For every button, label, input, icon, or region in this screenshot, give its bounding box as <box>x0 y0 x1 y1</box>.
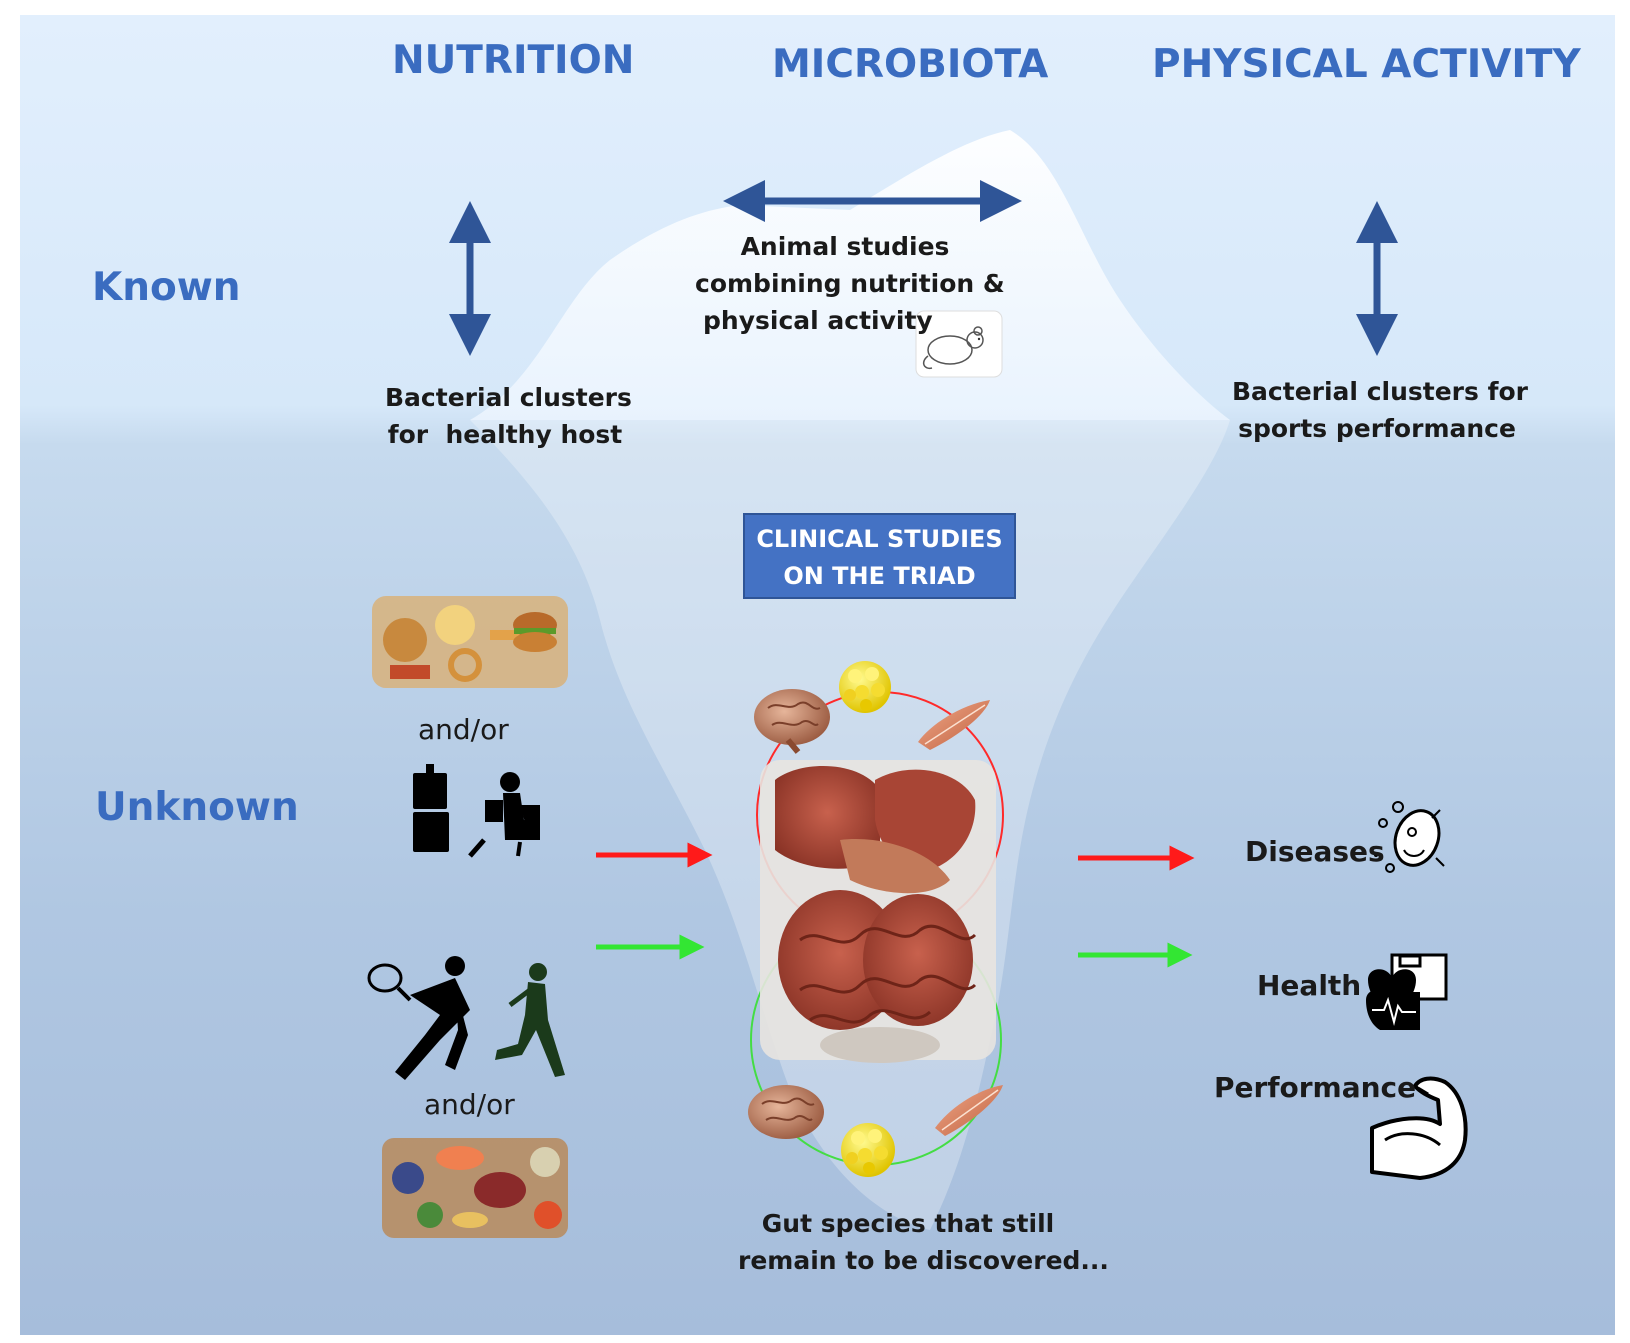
bacteria-cluster-icon <box>841 1123 895 1177</box>
brain-icon <box>754 689 830 754</box>
known-row-label: Known <box>92 265 241 310</box>
microbiota-header: MICROBIOTA <box>772 42 1049 87</box>
heart-health-icon <box>1366 953 1448 1030</box>
gut-organs-icon <box>760 760 996 1063</box>
healthy-food-icon <box>382 1138 568 1238</box>
gut-species-text: Gut species that still remain to be disc… <box>738 1209 1109 1275</box>
sedentary-icon <box>413 764 540 858</box>
muscle-icon <box>935 1085 1003 1136</box>
diseases-label: Diseases <box>1245 835 1385 868</box>
performance-label: Performance <box>1214 1071 1417 1104</box>
health-label: Health <box>1257 969 1362 1002</box>
and-or-top: and/or <box>418 713 509 746</box>
microbe-icon <box>1374 801 1445 873</box>
iceberg-top <box>470 130 1230 420</box>
muscle-icon <box>918 700 990 750</box>
bacteria-cluster-icon <box>839 661 891 713</box>
nutrition-clusters-text: Bacterial clusters for healthy host <box>385 383 632 449</box>
mouse-icon <box>915 310 1003 378</box>
and-or-bottom: and/or <box>424 1088 515 1121</box>
brain-icon <box>748 1085 824 1139</box>
unknown-row-label: Unknown <box>95 785 299 830</box>
nutrition-header: NUTRITION <box>392 38 635 83</box>
animal-studies-text: Animal studies combining nutrition & phy… <box>695 232 1005 335</box>
sports-icon <box>367 956 565 1080</box>
flexed-arm-icon <box>1370 1076 1468 1180</box>
junk-food-icon <box>372 596 568 688</box>
physical-activity-header: PHYSICAL ACTIVITY <box>1152 42 1581 87</box>
clinical-studies-box: CLINICAL STUDIES ON THE TRIAD <box>743 513 1016 599</box>
activity-clusters-text: Bacterial clusters for sports performanc… <box>1232 377 1528 443</box>
